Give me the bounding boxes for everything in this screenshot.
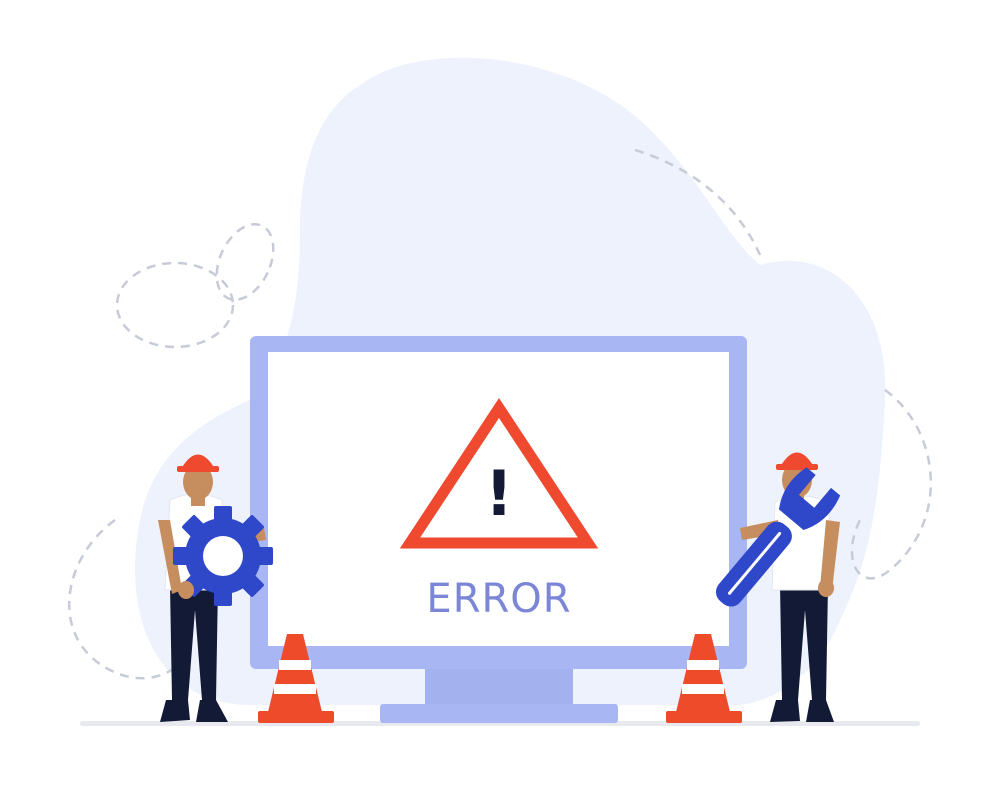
cone-stripe: [279, 660, 311, 670]
dashed-loop-left-small: [215, 222, 275, 302]
worker-left-arm: [158, 520, 182, 594]
monitor-stand-neck: [425, 668, 573, 708]
error-label: ERROR: [426, 576, 571, 622]
warning-triangle-icon: !: [399, 398, 599, 549]
gear-hole: [203, 536, 243, 576]
cone-base: [666, 711, 742, 723]
worker-left-shoe: [160, 700, 190, 722]
traffic-cone-icon-left: [258, 634, 334, 723]
gear-icon: [173, 506, 273, 606]
dashed-curve-top-right: [634, 148, 762, 256]
worker-right-pants: [780, 585, 828, 700]
warning-exclamation: !: [485, 457, 513, 530]
worker-left-neck: [191, 494, 205, 506]
worker-right-shoe: [770, 700, 800, 722]
cone-base: [258, 711, 334, 723]
worker-right: [715, 452, 841, 722]
cone-stripe: [274, 684, 316, 694]
helmet-dome: [181, 454, 215, 469]
worker-left: [158, 454, 273, 722]
warning-triangle-outline: [399, 398, 599, 549]
dashed-loop-left: [115, 261, 235, 349]
worker-right-arm: [820, 520, 840, 590]
worker-left-shoe: [196, 700, 228, 722]
helmet-dome: [780, 452, 814, 467]
helmet-brim: [177, 466, 219, 472]
worker-left-pants: [170, 585, 218, 700]
cone-stripe: [687, 660, 719, 670]
wrench-highlight: [728, 532, 782, 595]
monitor-stand-base: [380, 704, 618, 723]
wrench-icon: [715, 467, 841, 607]
worker-left-hand: [178, 581, 194, 599]
hard-hat-icon: [177, 454, 219, 472]
worker-right-hand: [818, 579, 834, 597]
cone-stripe: [682, 684, 724, 694]
worker-right-shoe: [806, 700, 834, 722]
worker-left-head: [183, 464, 213, 500]
helmet-brim: [776, 464, 818, 470]
traffic-cone-icon-right: [666, 634, 742, 723]
dashed-curve-right: [850, 388, 932, 580]
wrench-head: [778, 467, 841, 531]
